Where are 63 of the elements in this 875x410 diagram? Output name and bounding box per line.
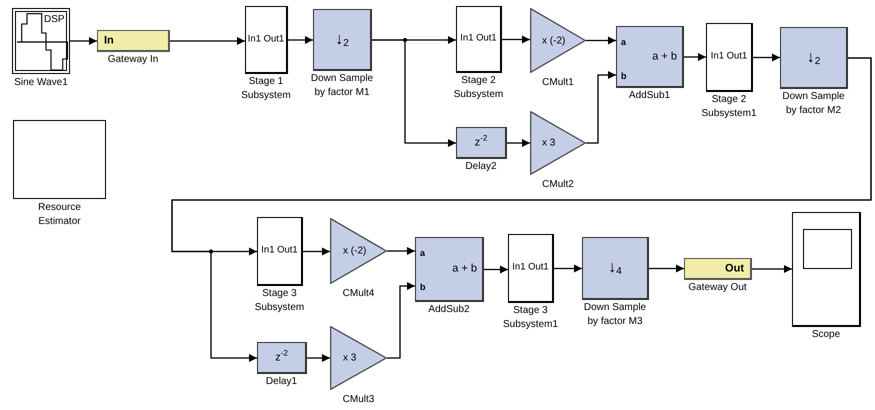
signal-arrow (387, 282, 415, 359)
block-name: Gateway Out (688, 281, 747, 295)
downsample-text: ↓$_{4}$ (608, 258, 622, 278)
block-name: CMult4 (342, 287, 374, 301)
operation-text: a + b (452, 262, 477, 276)
block-name: Delay1 (266, 375, 298, 389)
block-name: Down Sample by factor M2 (781, 90, 846, 118)
port-names: In1 Out1 (248, 34, 284, 45)
block-name: Stage 2 Subsystem (452, 74, 504, 102)
gain-text: x (-2) (343, 245, 366, 257)
signal-arrow (753, 54, 780, 62)
port-label: b (621, 70, 626, 82)
port-names: In1 Out1 (261, 246, 298, 256)
gateway-text: Out (725, 262, 744, 275)
delay-text: z$^{-2}$ (275, 351, 288, 364)
block-name: AddSub1 (628, 89, 670, 103)
port-label: a (621, 36, 626, 48)
signal-arrow (387, 247, 415, 255)
downsample-text: ↓$_{2}$ (335, 30, 349, 49)
signal-arrow (484, 266, 508, 274)
block-name: Stage 2 Subsystem1 (700, 93, 758, 121)
block-name: Stage 3 Subsystem1 (502, 304, 560, 332)
signal-arrow (303, 248, 330, 256)
signal-arrow (684, 53, 706, 61)
port-label: a (420, 248, 426, 258)
signal-arrow (170, 37, 245, 45)
delay-text: z$^{-2}$ (474, 136, 488, 149)
block-name: CMult3 (342, 393, 374, 407)
port-names: In1 Out1 (512, 262, 549, 274)
block-name: Sine Wave1 (14, 76, 68, 90)
signal-arrow (70, 37, 97, 45)
block-name: Stage 1 Subsystem (240, 75, 292, 103)
block-name: Stage 3 Subsystem (254, 287, 306, 315)
operation-text: a + b (652, 50, 677, 63)
block-name: Down Sample by factor M1 (310, 72, 374, 100)
gain-text: x 3 (542, 137, 556, 149)
gain-text: x (-2) (542, 34, 566, 46)
signal-arrow (171, 57, 872, 362)
port-names: In1 Out1 (460, 34, 497, 44)
block-name: CMult1 (542, 76, 574, 90)
block-text: DSP (44, 14, 65, 26)
block-name: Down Sample by factor M3 (582, 301, 648, 329)
downsample-text: ↓$_{2}$ (806, 48, 820, 67)
signal-arrow (649, 264, 684, 272)
signal-arrow (307, 354, 330, 362)
gain-text: x 3 (343, 352, 356, 364)
signal-arrow (372, 39, 456, 147)
signal-arrow (507, 139, 530, 147)
signal-arrow (554, 264, 582, 272)
port-label: b (420, 282, 426, 292)
block-name: Delay2 (465, 160, 497, 174)
block-name: CMult2 (542, 178, 574, 192)
block-name: Gateway In (108, 53, 158, 67)
signal-arrow (586, 36, 616, 44)
signal-arrow (288, 36, 313, 44)
block-name: AddSub2 (428, 303, 470, 317)
gateway-text: In (104, 34, 114, 47)
signal-arrow (502, 36, 530, 44)
signal-arrow (586, 71, 616, 144)
block-name: Scope (812, 328, 840, 342)
port-names: In1 Out1 (710, 52, 748, 62)
signal-arrow (752, 265, 792, 273)
block-name: Resource Estimator (37, 201, 82, 229)
